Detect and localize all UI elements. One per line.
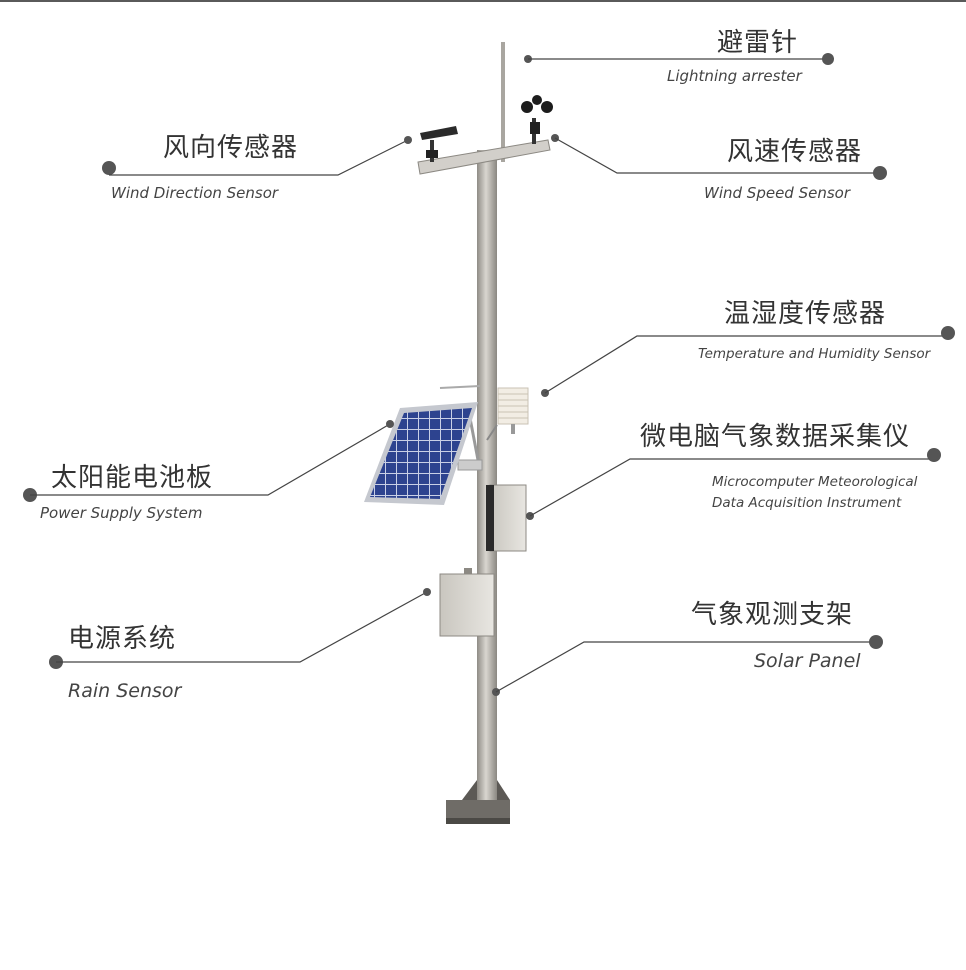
callout-dot <box>941 326 955 340</box>
label-data-logger-en-1: Microcomputer Meteorological <box>712 474 918 490</box>
label-lightning-cn: 避雷针 <box>717 28 799 58</box>
callout-dot <box>822 53 834 65</box>
label-lightning-en: Lightning arrester <box>667 67 802 85</box>
label-power-cn: 电源系统 <box>68 624 177 654</box>
label-temp-humidity-cn: 温湿度传感器 <box>724 299 887 329</box>
main-pole <box>477 150 497 810</box>
label-bracket-cn: 气象观测支架 <box>691 600 854 630</box>
wind-vane-icon <box>420 126 458 162</box>
label-solar-en: Power Supply System <box>40 504 203 522</box>
label-temp-humidity-en: Temperature and Humidity Sensor <box>698 346 931 362</box>
cross-arm <box>417 139 551 175</box>
label-data-logger-cn: 微电脑气象数据采集仪 <box>640 422 911 452</box>
label-wind-direction-cn: 风向传感器 <box>163 133 299 163</box>
label-data-logger-en-2: Data Acquisition Instrument <box>712 495 902 511</box>
label-bracket-en: Solar Panel <box>754 650 861 672</box>
callout-dot <box>423 588 431 596</box>
solar-panel-icon <box>364 402 478 505</box>
power-box <box>439 568 495 637</box>
lightning-rod <box>501 42 505 162</box>
label-wind-speed-cn: 风速传感器 <box>727 137 863 167</box>
pole-base <box>446 780 510 824</box>
callout-dot <box>404 136 412 144</box>
callout-dot <box>873 166 887 180</box>
label-wind-speed-en: Wind Speed Sensor <box>704 184 851 202</box>
callout-dot <box>386 420 394 428</box>
callout-dot <box>927 448 941 462</box>
callout-dot <box>102 161 116 175</box>
leaders <box>23 53 955 696</box>
label-power-en: Rain Sensor <box>68 680 182 702</box>
data-logger-box <box>486 484 527 552</box>
anemometer-icon <box>521 95 553 144</box>
radiation-shield-icon <box>486 387 529 441</box>
label-solar-cn: 太阳能电池板 <box>51 463 214 493</box>
label-wind-direction-en: Wind Direction Sensor <box>111 184 279 202</box>
top-border <box>0 0 966 2</box>
callout-dot <box>869 635 883 649</box>
panel-mount <box>457 459 483 471</box>
